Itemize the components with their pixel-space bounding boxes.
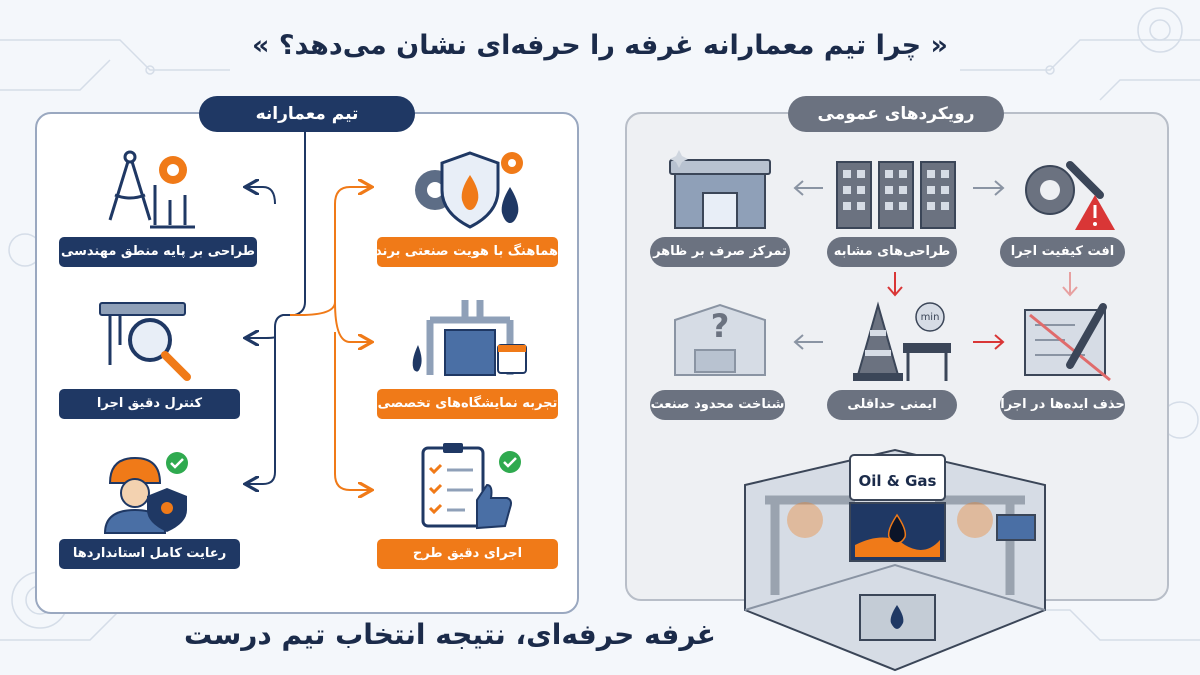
right-label-ideas-removed: حذف ایده‌ها در اجرا	[1000, 390, 1125, 420]
right-connectors	[793, 180, 1078, 350]
right-label-brand-identity: هماهنگ با هویت صنعتی برند	[377, 237, 558, 267]
right-label-minimal-safety: ایمنی حداقلی	[827, 390, 957, 420]
right-label-limited-industry-knowledge: شناخت محدود صنعت	[650, 390, 785, 420]
right-label-similar-designs: طراحی‌های مشابه	[827, 237, 957, 267]
compass-gear-icon	[108, 150, 195, 229]
exhibition-hall-icon	[412, 300, 527, 376]
min-badge: min	[920, 312, 940, 323]
right-label-precise-implementation: اجرای دقیق طرح	[377, 539, 558, 569]
right-label-exhibition-experience: تجربه نمایشگاه‌های تخصصی	[377, 389, 558, 419]
identical-buildings-icon	[836, 161, 956, 229]
brand-identity-shield-icon	[415, 151, 523, 229]
left-label-standards-compliance: رعایت کامل استانداردها	[59, 539, 240, 569]
left-connectors	[35, 130, 575, 610]
worker-helmet-icon	[103, 452, 188, 534]
booth-sign-text: Oil & Gas	[858, 472, 937, 490]
bottom-tagline: غرفه حرفه‌ای، نتیجه انتخاب تیم درست	[184, 618, 716, 651]
oil-gas-booth-illustration	[744, 448, 1046, 672]
right-label-quality-drop: افت کیفیت اجرا	[1000, 237, 1125, 267]
broken-gear-warning-icon	[1025, 161, 1115, 230]
left-label-execution-control: کنترل دقیق اجرا	[59, 389, 240, 419]
inspection-tools-icon	[99, 302, 191, 381]
right-label-appearance-focus: تمرکز صرف بر ظاهر	[650, 237, 790, 267]
left-panel-heading: تیم معمارانه	[199, 96, 415, 132]
crossed-blueprint-icon	[1024, 303, 1111, 382]
unknown-booth-icon: ?	[674, 303, 766, 376]
traffic-cone-barrier-icon	[853, 301, 951, 381]
svg-text:?: ?	[711, 307, 730, 345]
checklist-thumbs-up-icon	[421, 443, 521, 530]
right-panel-heading: رویکردهای عمومی	[788, 96, 1004, 132]
left-label-engineering-design: طراحی بر پایه منطق مهندسی	[59, 237, 257, 267]
storefront-facade-icon	[669, 150, 771, 229]
page-title: « چرا تیم معمارانه غرفه را حرفه‌ای نشان …	[252, 30, 948, 61]
